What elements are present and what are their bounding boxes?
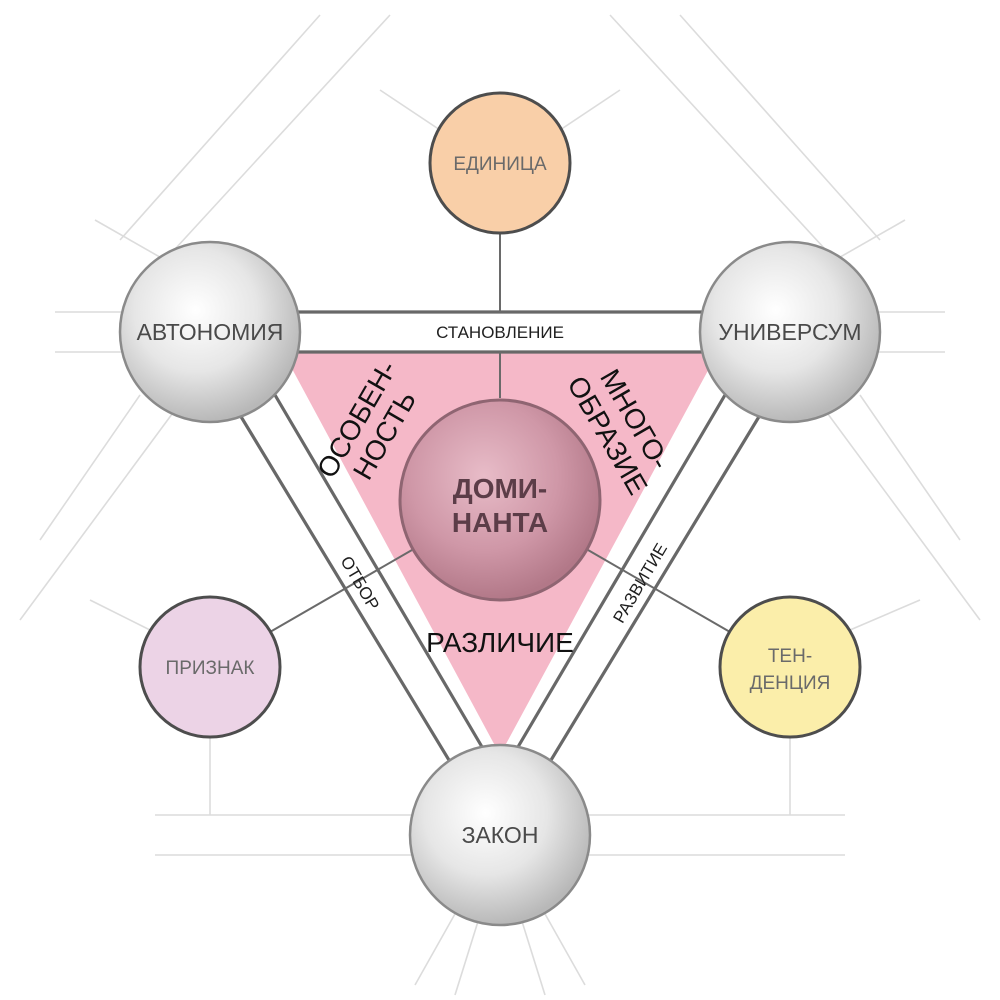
node-left-lower-label: ПРИЗНАК (166, 658, 255, 679)
node-right-upper-label: УНИВЕРСУМ (718, 319, 861, 345)
node-right-upper: УНИВЕРСУМ (698, 240, 882, 424)
node-center-line2: НАНТА (452, 507, 548, 538)
node-left-upper: АВТОНОМИЯ (118, 240, 302, 424)
node-left-lower-circle (138, 595, 282, 739)
node-right-lower-line2: ДЕНЦИЯ (750, 673, 831, 694)
background-guide-lines (19, 14, 981, 996)
node-top-circle (428, 91, 572, 235)
node-left-upper-label: АВТОНОМИЯ (137, 319, 284, 345)
node-center-line1: ДОМИ- (453, 473, 548, 504)
node-right-upper-circle (698, 240, 882, 424)
node-right-lower: ТЕН- ДЕНЦИЯ (718, 595, 862, 739)
node-left-upper-circle (118, 240, 302, 424)
node-top-label: ЕДИНИЦА (453, 154, 547, 175)
node-bottom: ЗАКОН (408, 743, 592, 927)
node-right-lower-line1: ТЕН- (768, 646, 812, 667)
node-bottom-circle (408, 743, 592, 927)
node-center: ДОМИ- НАНТА (398, 398, 602, 602)
node-top: ЕДИНИЦА (428, 91, 572, 235)
node-left-lower: ПРИЗНАК (138, 595, 282, 739)
node-right-lower-circle (718, 595, 862, 739)
connector-lines (269, 232, 731, 633)
zone-label-bottom: РАЗЛИЧИЕ (426, 627, 574, 658)
node-bottom-label: ЗАКОН (462, 822, 539, 848)
band-label-top: СТАНОВЛЕНИЕ (436, 323, 564, 342)
node-center-circle (398, 398, 602, 602)
